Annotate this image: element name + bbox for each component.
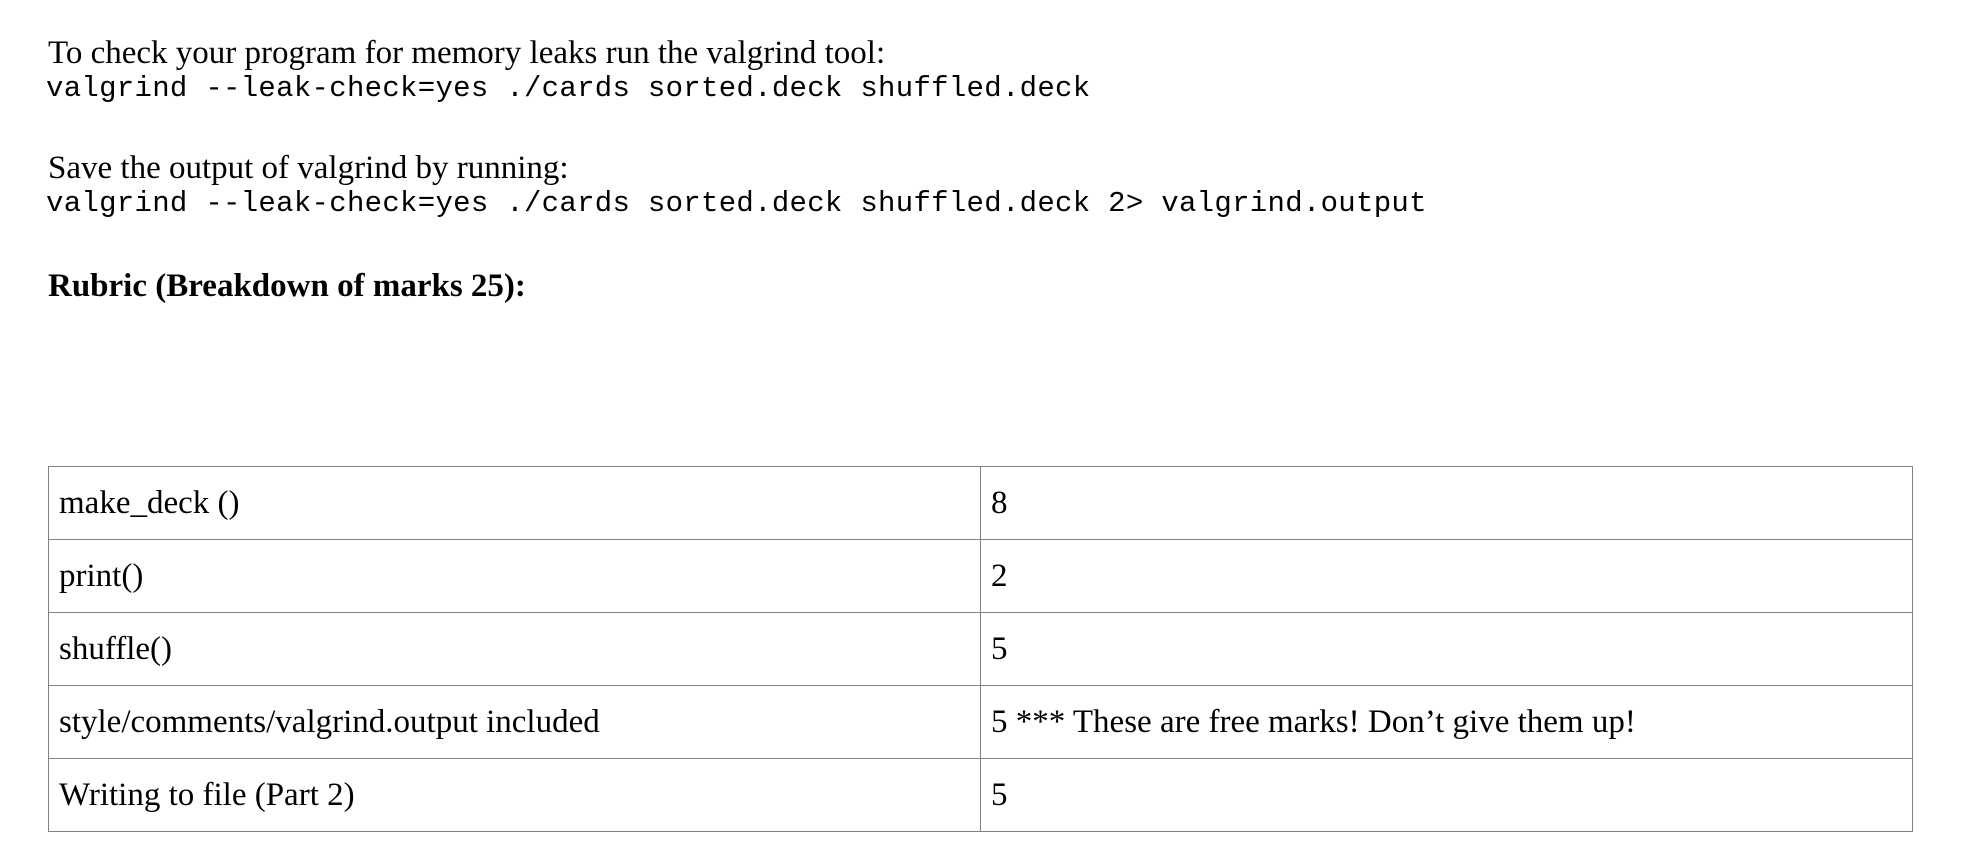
rubric-item-cell: style/comments/valgrind.output included (48, 685, 981, 759)
save-output-instruction-text: Save the output of valgrind by running: (48, 150, 569, 186)
rubric-table-body: make_deck () 8 print() 2 shuffle() 5 sty… (48, 466, 1913, 832)
rubric-marks-cell: 5 *** These are free marks! Don’t give t… (980, 685, 1913, 759)
valgrind-command-line: valgrind --leak-check=yes ./cards sorted… (46, 72, 1091, 105)
rubric-heading: Rubric (Breakdown of marks 25): (48, 268, 526, 304)
valgrind-instruction-text: To check your program for memory leaks r… (48, 35, 886, 71)
table-row: make_deck () 8 (48, 466, 1913, 540)
rubric-item-cell: Writing to file (Part 2) (48, 758, 981, 832)
rubric-item-cell: print() (48, 539, 981, 613)
rubric-item-cell: shuffle() (48, 612, 981, 686)
rubric-item-cell: make_deck () (48, 466, 981, 540)
rubric-table: make_deck () 8 print() 2 shuffle() 5 sty… (48, 466, 1913, 832)
rubric-marks-cell: 5 (980, 612, 1913, 686)
rubric-marks-cell: 5 (980, 758, 1913, 832)
table-row: Writing to file (Part 2) 5 (48, 758, 1913, 832)
table-row: style/comments/valgrind.output included … (48, 685, 1913, 759)
table-row: shuffle() 5 (48, 612, 1913, 686)
rubric-marks-cell: 2 (980, 539, 1913, 613)
valgrind-redirect-command-line: valgrind --leak-check=yes ./cards sorted… (46, 187, 1427, 220)
table-row: print() 2 (48, 539, 1913, 613)
rubric-table-container: make_deck () 8 print() 2 shuffle() 5 sty… (48, 466, 1913, 832)
rubric-marks-cell: 8 (980, 466, 1913, 540)
